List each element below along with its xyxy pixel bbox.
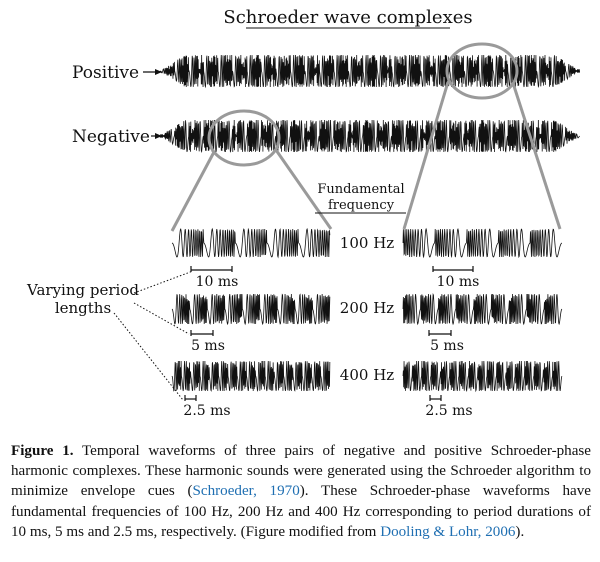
schroeder-figure: Schroeder wave complexes Positive Negati…: [26, 7, 581, 419]
waveform-trace: [402, 360, 563, 393]
waveform-trace: [402, 227, 563, 259]
fundamental-header-line2: frequency: [328, 198, 395, 213]
waveform-trace: [171, 227, 331, 259]
period-label-10ms-left: 10 ms: [196, 274, 239, 290]
positive-arrowhead: [155, 69, 162, 75]
figure-caption: Figure 1. Temporal waveforms of three pa…: [11, 441, 591, 542]
period-label-5ms-left: 5 ms: [191, 338, 225, 354]
period-label-10ms-right: 10 ms: [437, 274, 480, 290]
negative-zoom-line-right: [274, 149, 333, 230]
varying-label-line1: Varying period: [26, 281, 139, 299]
negative-400hz-waveform: [171, 360, 331, 392]
scale-bar-10ms-right: [432, 266, 474, 272]
negative-label: Negative: [72, 127, 150, 147]
positive-100hz-waveform: [402, 227, 563, 259]
period-label-2-5ms-left: 2.5 ms: [183, 403, 230, 419]
waveform-trace: [171, 293, 331, 326]
caption-text-1: Temporal waveforms of three pairs of neg…: [11, 443, 592, 500]
negative-200hz-waveform: [171, 293, 331, 326]
waveform-trace: [171, 360, 331, 392]
caption-ref-schroeder[interactable]: Schroeder, 1970: [192, 483, 300, 500]
freq-label-400: 400 Hz: [340, 366, 394, 384]
scale-bar-5ms-left: [190, 330, 214, 336]
caption-text-2: ). These Schroeder-phase waveforms have …: [11, 483, 591, 540]
positive-400hz-waveform: [402, 360, 563, 393]
negative-zoom-line-left: [170, 151, 216, 232]
fundamental-header-line1: Fundamental: [317, 182, 404, 197]
caption-label: Figure 1.: [11, 443, 74, 459]
negative-arrowhead: [155, 133, 162, 139]
positive-magnifier: [445, 42, 519, 100]
scale-bar-2-5ms-right: [429, 395, 442, 401]
positive-label: Positive: [72, 63, 139, 83]
scale-bar-5ms-right: [428, 330, 452, 336]
positive-zoom-line-left: [402, 81, 450, 230]
period-label-5ms-right: 5 ms: [430, 338, 464, 354]
negative-100hz-waveform: [171, 227, 331, 259]
period-label-2-5ms-right: 2.5 ms: [425, 403, 472, 419]
waveform-trace: [159, 119, 580, 154]
varying-leaders: [113, 270, 194, 401]
caption-text-3: ).: [515, 523, 525, 540]
negative-magnifier: [207, 109, 281, 167]
freq-label-100: 100 Hz: [340, 234, 394, 252]
freq-label-200: 200 Hz: [340, 299, 394, 317]
negative-waveform: [159, 119, 580, 154]
positive-200hz-waveform: [402, 293, 563, 326]
varying-label-line2: lengths: [55, 299, 111, 317]
caption-ref-dooling[interactable]: Dooling & Lohr, 2006: [380, 523, 516, 540]
figure-title: Schroeder wave complexes: [223, 7, 472, 28]
waveform-trace: [402, 293, 563, 326]
scale-bar-2-5ms-left: [184, 395, 197, 401]
scale-bar-10ms-left: [190, 266, 233, 272]
positive-zoom-line-right: [511, 82, 562, 230]
